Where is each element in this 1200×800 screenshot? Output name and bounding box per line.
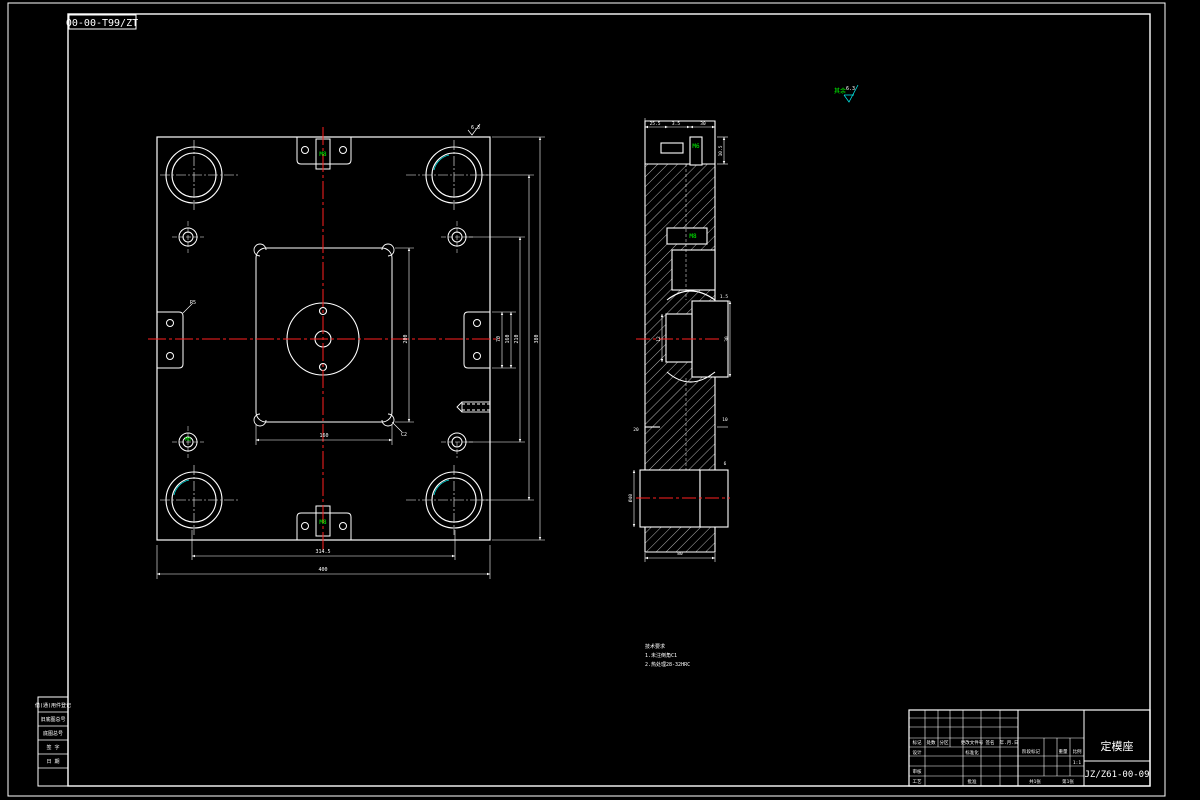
svg-text:314.5: 314.5 <box>315 549 330 555</box>
svg-text:1.5: 1.5 <box>720 294 728 300</box>
strip-cell-old-number: 旧底图总号 <box>40 716 65 723</box>
title-block <box>908 709 1151 787</box>
section-outline <box>639 120 729 553</box>
svg-text:6.3: 6.3 <box>846 86 855 92</box>
strip-cell-register: 借(通)用件登记 <box>35 702 71 709</box>
corner-bore-hidden-arcs <box>173 154 450 496</box>
svg-text:分区: 分区 <box>940 739 949 746</box>
svg-text:80: 80 <box>677 551 683 557</box>
svg-text:10: 10 <box>722 417 728 423</box>
section-thread-labels: M6 M8 <box>689 143 700 240</box>
drawing-code-box: 00-00-T99/ZT <box>66 14 138 30</box>
svg-text:30: 30 <box>700 121 706 127</box>
svg-text:6.3: 6.3 <box>471 125 480 131</box>
top-tab <box>296 137 352 165</box>
side-threaded-hole <box>456 401 491 413</box>
drawing-number: JZ/Z61-00-09 <box>1084 770 1149 780</box>
svg-text:R5: R5 <box>190 300 196 306</box>
left-ear <box>157 311 184 369</box>
strip-cell-date: 日 期 <box>46 759 59 765</box>
svg-text:160: 160 <box>505 334 511 343</box>
svg-text:M8: M8 <box>689 233 697 240</box>
left-register-strip: 借(通)用件登记 旧底图总号 底图总号 签 字 日 期 <box>35 696 71 787</box>
svg-text:M8: M8 <box>319 519 327 526</box>
notes-line-1: 1.未注倒角C1 <box>645 652 677 659</box>
svg-text:M6: M6 <box>692 143 700 150</box>
svg-text:签名: 签名 <box>986 739 995 746</box>
bottom-tab <box>296 512 352 540</box>
svg-text:Ø40: Ø40 <box>627 494 634 502</box>
front-view[interactable]: M8 M8 M6 <box>148 123 545 579</box>
svg-text:10.5: 10.5 <box>718 145 724 156</box>
front-dimension-texts: 400 314.5 160 200 70 160 210 380 R5 C2 <box>190 300 540 573</box>
svg-text:更改文件号: 更改文件号 <box>961 739 984 746</box>
svg-text:70: 70 <box>496 336 502 342</box>
svg-text:重量: 重量 <box>1059 748 1068 755</box>
technical-requirements: 技术要求 1.未注倒角C1 2.热处理28-32HRC <box>645 643 690 668</box>
svg-text:M6: M6 <box>185 437 191 443</box>
front-centerlines <box>148 127 500 550</box>
general-roughness-note: 其余 6.3 <box>834 84 859 103</box>
svg-text:M8: M8 <box>319 151 327 158</box>
svg-text:共1张: 共1张 <box>1029 778 1041 785</box>
svg-text:第1张: 第1张 <box>1062 778 1074 785</box>
svg-text:1:1: 1:1 <box>1073 760 1081 766</box>
sheet-border <box>7 2 1166 797</box>
right-ear <box>463 311 490 369</box>
svg-text:审核: 审核 <box>913 768 922 775</box>
svg-text:6: 6 <box>724 461 727 467</box>
roughness-symbol-top: 6.3 <box>467 123 481 136</box>
notes-title: 技术要求 <box>645 643 665 650</box>
svg-text:年.月.日: 年.月.日 <box>1000 739 1019 746</box>
strip-cell-signature: 签 字 <box>46 744 59 751</box>
svg-text:20: 20 <box>633 427 639 433</box>
svg-text:160: 160 <box>319 433 328 439</box>
svg-text:210: 210 <box>514 334 520 343</box>
section-dimensions <box>632 118 732 562</box>
section-dimension-texts: 25.5 3.5 30 10.5 1.5 30 12 10 20 6 Ø40 8… <box>627 121 730 557</box>
svg-text:标记: 标记 <box>913 739 922 746</box>
svg-text:标准化: 标准化 <box>965 749 979 756</box>
svg-text:批准: 批准 <box>968 778 977 785</box>
drawing-code-text: 00-00-T99/ZT <box>66 18 138 29</box>
corner-bores <box>165 146 483 529</box>
svg-text:C2: C2 <box>401 432 407 438</box>
side-section-view[interactable]: M6 M8 25.5 3.5 30 10.5 1.5 <box>627 118 732 562</box>
front-thread-labels: M8 M8 M6 <box>185 151 327 526</box>
svg-text:设计: 设计 <box>913 749 922 756</box>
svg-text:380: 380 <box>534 334 540 343</box>
svg-text:3.5: 3.5 <box>672 121 680 127</box>
corner-bore-centerlines <box>160 140 488 535</box>
svg-text:25.5: 25.5 <box>650 121 661 127</box>
central-cavity <box>255 247 393 423</box>
svg-text:阶段标记: 阶段标记 <box>1022 748 1040 755</box>
notes-line-2: 2.热处理28-32HRC <box>645 661 690 668</box>
section-centerlines <box>636 338 730 499</box>
svg-text:处数: 处数 <box>927 739 936 746</box>
part-name: 定模座 <box>1101 739 1134 753</box>
svg-text:比例: 比例 <box>1073 748 1082 755</box>
strip-cell-base-number: 底图总号 <box>43 730 63 737</box>
svg-text:200: 200 <box>403 334 409 343</box>
svg-text:其余: 其余 <box>834 87 846 95</box>
title-block-texts: 标记 处数 分区 更改文件号 签名 年.月.日 设计 标准化 审核 工艺 批准 … <box>913 739 1150 785</box>
svg-text:工艺: 工艺 <box>913 779 922 785</box>
svg-text:30: 30 <box>724 336 730 342</box>
svg-text:12: 12 <box>656 336 662 342</box>
svg-text:400: 400 <box>318 567 327 573</box>
front-dimensions <box>156 136 545 579</box>
